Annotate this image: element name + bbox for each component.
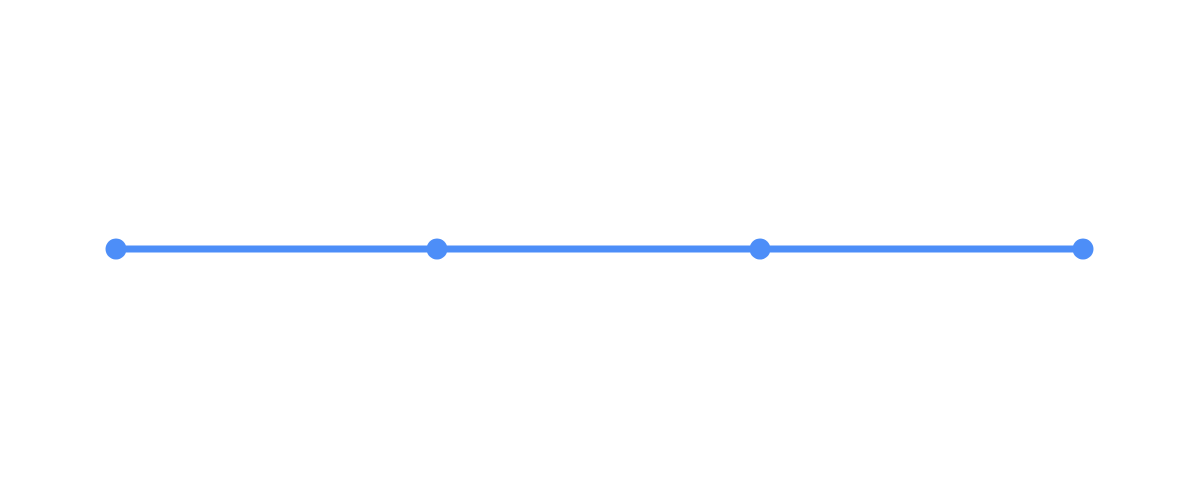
series-0 (105, 238, 1094, 260)
data-point[interactable] (749, 238, 771, 260)
data-point[interactable] (1072, 238, 1094, 260)
data-point[interactable] (105, 238, 127, 260)
data-point[interactable] (426, 238, 448, 260)
series-layer (105, 238, 1094, 260)
